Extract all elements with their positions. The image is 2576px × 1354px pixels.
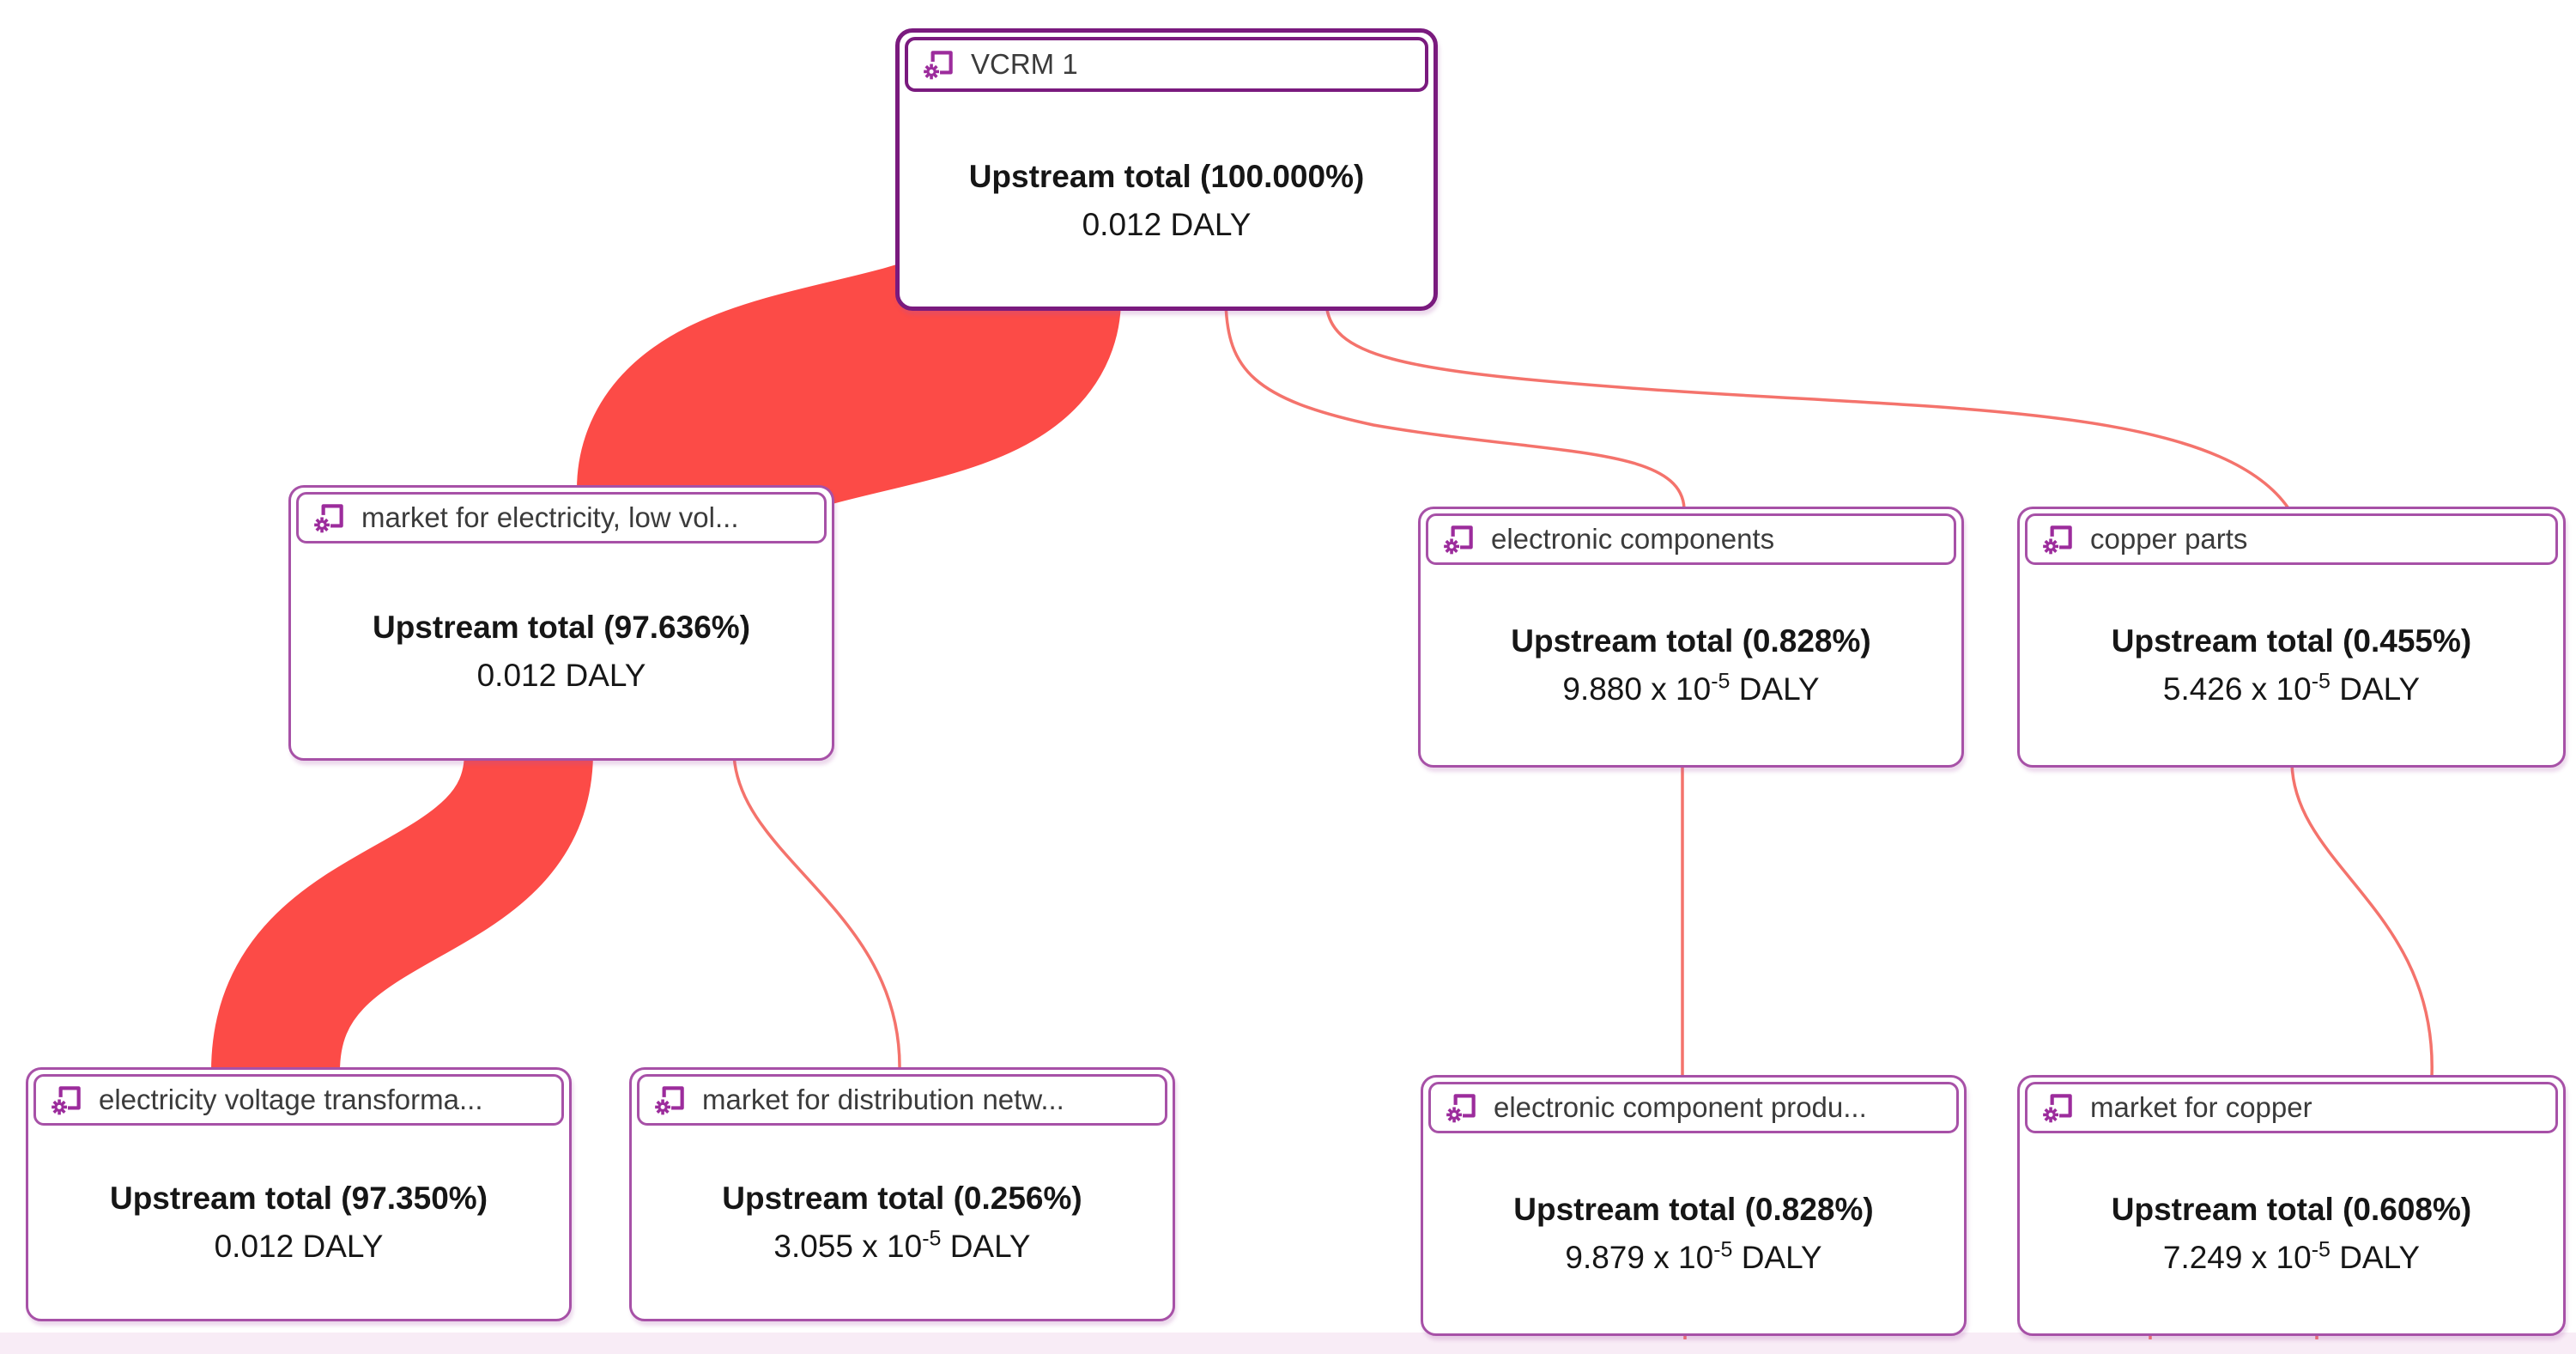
node-body: Upstream total (0.828%) 9.880 x 10-5 DAL… bbox=[1429, 571, 1953, 760]
node-upstream-total: Upstream total (0.256%) bbox=[722, 1181, 1082, 1216]
process-node-copper-parts[interactable]: copper parts Upstream total (0.455%) 5.4… bbox=[2017, 507, 2566, 768]
node-upstream-total: Upstream total (97.636%) bbox=[372, 609, 751, 645]
process-gear-icon bbox=[2040, 1090, 2076, 1126]
node-value: 0.012 DALY bbox=[1082, 206, 1252, 242]
process-gear-icon bbox=[1444, 1090, 1480, 1126]
node-title: market for electricity, low vol... bbox=[361, 501, 739, 533]
process-node-voltage-transformation[interactable]: electricity voltage transforma... Upstre… bbox=[26, 1067, 572, 1321]
node-body: Upstream total (97.636%) 0.012 DALY bbox=[300, 549, 823, 753]
node-value: 0.012 DALY bbox=[214, 1229, 384, 1264]
canvas-bottom-strip bbox=[0, 1333, 2576, 1354]
node-body: Upstream total (0.455%) 5.426 x 10-5 DAL… bbox=[2028, 571, 2555, 760]
node-value: 9.879 x 10-5 DALY bbox=[1565, 1237, 1822, 1275]
node-body: Upstream total (0.256%) 3.055 x 10-5 DAL… bbox=[640, 1132, 1164, 1314]
node-upstream-total: Upstream total (0.455%) bbox=[2111, 623, 2472, 659]
node-title: VCRM 1 bbox=[971, 48, 1078, 80]
node-value: 9.880 x 10-5 DALY bbox=[1562, 669, 1820, 707]
node-upstream-total: Upstream total (0.828%) bbox=[1511, 623, 1871, 659]
node-titlebar: electronic components bbox=[1426, 513, 1956, 565]
node-title: market for copper bbox=[2090, 1091, 2312, 1123]
node-body: Upstream total (0.828%) 9.879 x 10-5 DAL… bbox=[1432, 1139, 1955, 1328]
node-body: Upstream total (97.350%) 0.012 DALY bbox=[37, 1132, 561, 1314]
process-node-market-copper[interactable]: market for copper Upstream total (0.608%… bbox=[2017, 1075, 2566, 1336]
process-gear-icon bbox=[49, 1082, 85, 1118]
node-title: electronic component produ... bbox=[1494, 1091, 1867, 1123]
node-titlebar: electronic component produ... bbox=[1428, 1082, 1959, 1133]
node-titlebar: market for distribution netw... bbox=[637, 1074, 1167, 1126]
process-node-distribution-network[interactable]: market for distribution netw... Upstream… bbox=[629, 1067, 1175, 1321]
node-value: 0.012 DALY bbox=[476, 657, 646, 693]
node-title: electricity voltage transforma... bbox=[99, 1084, 483, 1115]
flow-vcrm1-to-market-electricity bbox=[577, 249, 1121, 529]
node-titlebar: copper parts bbox=[2025, 513, 2558, 565]
node-upstream-total: Upstream total (97.350%) bbox=[109, 1181, 488, 1216]
process-node-electronic-component-production[interactable]: electronic component produ... Upstream t… bbox=[1421, 1075, 1967, 1336]
process-gear-icon bbox=[921, 46, 957, 82]
flow-market-electricity-to-distribution-network bbox=[732, 753, 901, 1070]
node-upstream-total: Upstream total (0.608%) bbox=[2111, 1192, 2472, 1227]
process-node-market-electricity[interactable]: market for electricity, low vol... Upstr… bbox=[288, 485, 834, 761]
node-title: electronic components bbox=[1491, 523, 1775, 555]
flow-copper-parts-to-market-copper bbox=[2290, 762, 2434, 1078]
node-value: 7.249 x 10-5 DALY bbox=[2162, 1237, 2421, 1275]
node-title: market for distribution netw... bbox=[702, 1084, 1064, 1115]
node-titlebar: VCRM 1 bbox=[905, 37, 1428, 92]
process-node-vcrm1[interactable]: VCRM 1 Upstream total (100.000%) 0.012 D… bbox=[895, 28, 1438, 311]
node-upstream-total: Upstream total (100.000%) bbox=[968, 158, 1365, 194]
flow-market-electricity-to-voltage-transformation bbox=[211, 749, 593, 1075]
node-upstream-total: Upstream total (0.828%) bbox=[1513, 1192, 1874, 1227]
process-gear-icon bbox=[2040, 521, 2076, 557]
node-titlebar: market for copper bbox=[2025, 1082, 2558, 1133]
node-value: 5.426 x 10-5 DALY bbox=[2162, 669, 2421, 707]
process-gear-icon bbox=[652, 1082, 688, 1118]
node-title: copper parts bbox=[2090, 523, 2248, 555]
process-gear-icon bbox=[1441, 521, 1477, 557]
process-node-electronic-components[interactable]: electronic components Upstream total (0.… bbox=[1418, 507, 1964, 768]
flow-vcrm1-to-copper-parts bbox=[1324, 301, 2290, 509]
node-titlebar: electricity voltage transforma... bbox=[33, 1074, 564, 1126]
node-body: Upstream total (100.000%) 0.012 DALY bbox=[908, 100, 1425, 301]
flow-vcrm1-to-electronic-components bbox=[1224, 301, 1686, 509]
node-value: 3.055 x 10-5 DALY bbox=[773, 1226, 1031, 1264]
node-body: Upstream total (0.608%) 7.249 x 10-5 DAL… bbox=[2028, 1139, 2555, 1328]
node-titlebar: market for electricity, low vol... bbox=[296, 492, 827, 543]
process-gear-icon bbox=[312, 500, 348, 536]
